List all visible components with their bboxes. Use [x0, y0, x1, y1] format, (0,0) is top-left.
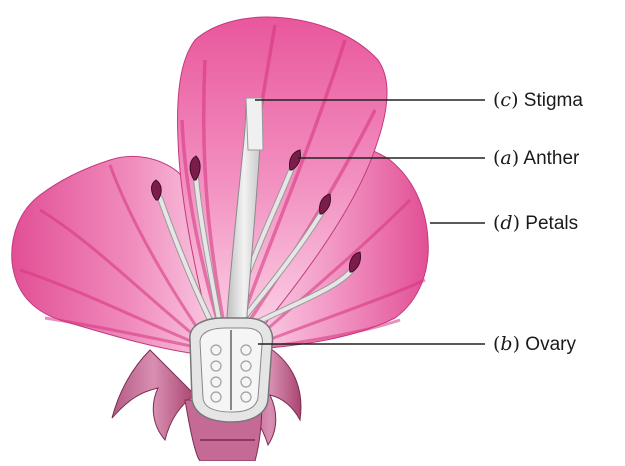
label-stigma-name: Stigma	[524, 90, 583, 111]
label-anther-letter: a	[500, 147, 511, 169]
label-petals-letter: d	[500, 212, 512, 234]
label-stigma: (c) Stigma	[493, 89, 583, 112]
label-ovary: (b) Ovary	[493, 333, 576, 356]
label-ovary-name: Ovary	[525, 334, 576, 355]
label-stigma-letter: c	[500, 89, 511, 111]
label-petals-name: Petals	[525, 213, 578, 234]
label-petals: (d) Petals	[493, 212, 578, 235]
stigma-tip	[246, 98, 263, 150]
ovary	[190, 318, 273, 422]
label-anther: (a) Anther	[493, 147, 579, 170]
label-anther-name: Anther	[523, 148, 579, 169]
label-ovary-letter: b	[500, 333, 512, 355]
